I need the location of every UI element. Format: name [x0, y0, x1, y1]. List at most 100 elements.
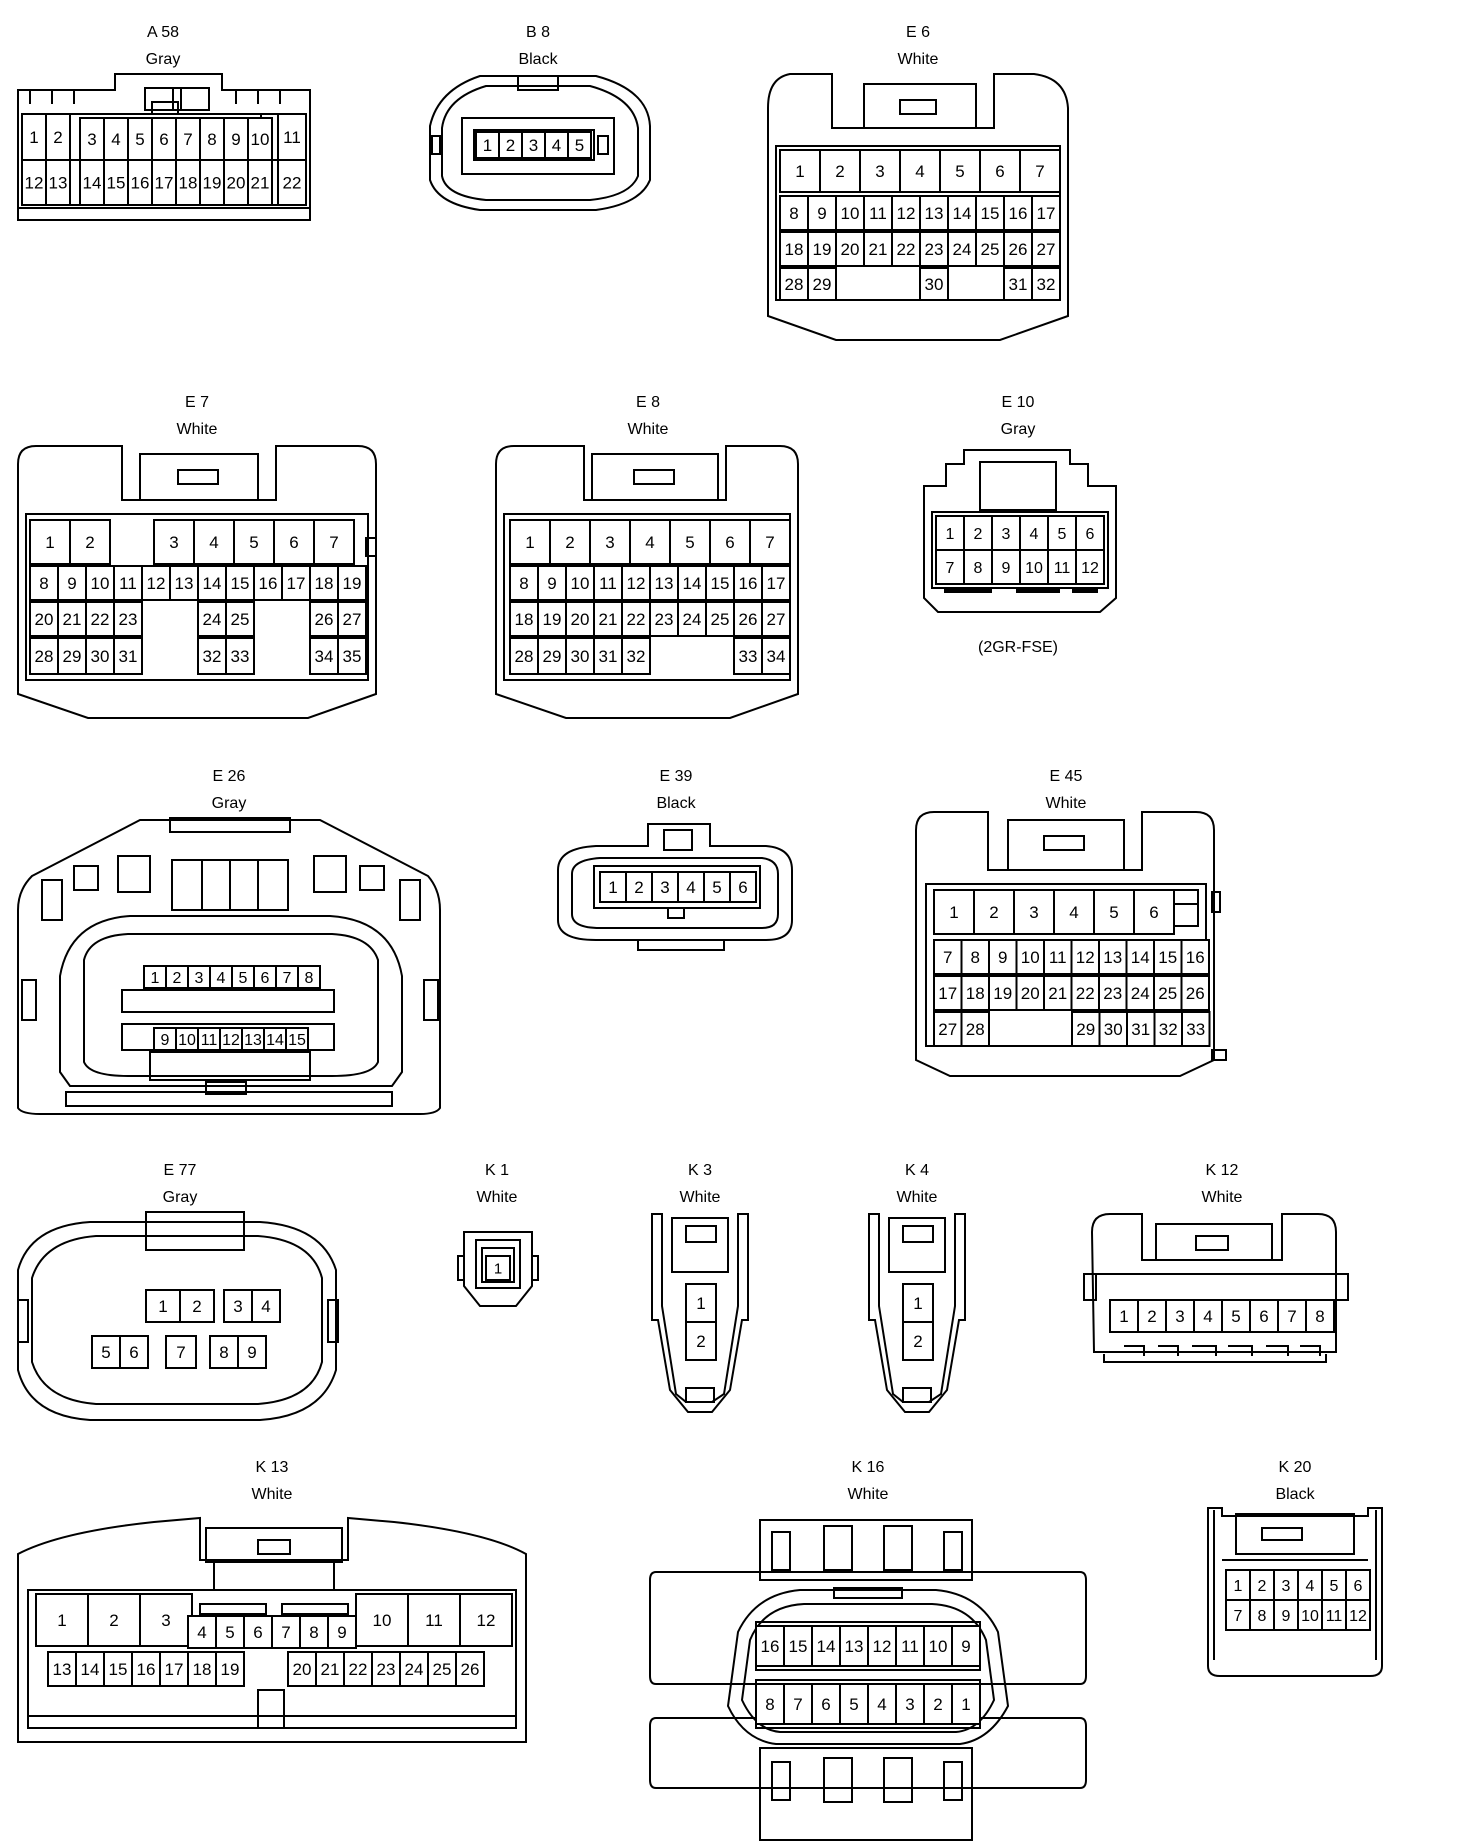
pin-number: 4 [197, 1623, 206, 1642]
pin-number: 3 [660, 878, 669, 897]
pin-number: 27 [767, 610, 786, 629]
pin-cell: 9 [537, 565, 567, 601]
pin-cell: 4 [193, 519, 235, 565]
connector-code: K 4 [905, 1162, 929, 1179]
pin-cell: 17 [1031, 195, 1061, 231]
pin-cell: 6 [243, 1615, 273, 1649]
pin-cell: 31 [113, 637, 143, 675]
pin-number: 7 [281, 1623, 290, 1642]
pin-cell: 21 [57, 601, 87, 637]
pin-number: 7 [183, 130, 192, 149]
pin-cell: 16 [253, 565, 283, 601]
pin-cell: 13 [47, 1651, 77, 1687]
pin-cell: 30 [919, 267, 949, 301]
pin-number: 1 [151, 970, 160, 987]
connector-color: Gray [212, 795, 247, 812]
pin-number: 17 [1037, 204, 1056, 223]
pin-cell: 3 [895, 1683, 925, 1725]
pin-cell: 8 [509, 565, 539, 601]
pin-cell: 23 [113, 601, 143, 637]
pin-cell: 15 [285, 1027, 309, 1051]
pin-number: 14 [817, 1637, 836, 1656]
pin-cell: 14 [677, 565, 707, 601]
pin-cell: 3 [139, 1593, 193, 1647]
pin-number: 28 [785, 275, 804, 294]
pin-number: 2 [173, 970, 182, 987]
connector-color: White [477, 1189, 518, 1206]
pin-cell: 24 [399, 1651, 429, 1687]
pin-cell: 1 [779, 149, 821, 193]
pin-number: 20 [841, 240, 860, 259]
pin-cell: 8 [779, 195, 809, 231]
pin-number: 26 [1009, 240, 1028, 259]
pin-number: 6 [253, 1623, 262, 1642]
pin-number: 5 [712, 878, 721, 897]
pin-number: 13 [244, 1032, 262, 1049]
pin-number: 27 [1037, 240, 1056, 259]
pin-number: 3 [1282, 1578, 1291, 1595]
pin-number: 32 [1159, 1020, 1178, 1039]
pin-cell: 28 [960, 1011, 990, 1047]
pin-number: 15 [288, 1032, 306, 1049]
pin-cell: 11 [407, 1593, 461, 1647]
pin-cell: 9 [223, 117, 249, 161]
pin-cell: 25 [225, 601, 255, 637]
pin-number: 4 [1069, 903, 1078, 922]
pin-number: 4 [261, 1297, 270, 1316]
pin-number: 7 [946, 560, 955, 577]
pin-cell: 34 [309, 637, 339, 675]
pin-cell: 1 [685, 1283, 717, 1323]
pin-cell: 6 [273, 519, 315, 565]
pin-number: 1 [45, 533, 54, 552]
pin-cell: 12 [621, 565, 651, 601]
connector-color: White [898, 51, 939, 68]
pin-number: 31 [599, 647, 618, 666]
pin-number: 5 [685, 533, 694, 552]
pin-cell: 35 [337, 637, 367, 675]
pin-number: 14 [266, 1032, 284, 1049]
pin-cell: 33 [225, 637, 255, 675]
pin-number: 15 [109, 1660, 128, 1679]
pin-number: 16 [739, 574, 758, 593]
pin-cell: 3 [1273, 1569, 1299, 1601]
pin-number: 33 [739, 647, 758, 666]
pin-cell: 3 [1165, 1299, 1195, 1333]
pin-number: 12 [222, 1032, 240, 1049]
pin-number: 3 [905, 1695, 914, 1714]
pin-number: 18 [179, 174, 198, 193]
pin-cell: 31 [593, 637, 623, 675]
pin-cell: 9 [988, 939, 1018, 975]
pin-cell: 5 [233, 519, 275, 565]
pin-number: 4 [877, 1695, 886, 1714]
pin-number: 18 [515, 610, 534, 629]
pin-number: 3 [169, 533, 178, 552]
pin-cell: 29 [807, 267, 837, 301]
pin-cell: 8 [199, 117, 225, 161]
pin-number: 13 [53, 1660, 72, 1679]
pin-cell: 18 [779, 231, 809, 267]
pin-number: 23 [655, 610, 674, 629]
pin-cell: 5 [669, 519, 711, 565]
connector-color: Black [518, 51, 558, 68]
pin-number: 21 [1048, 984, 1067, 1003]
pin-cell: 2 [69, 519, 111, 565]
pin-cell: 29 [57, 637, 87, 675]
pin-cell: 8 [209, 1335, 239, 1369]
pin-cell: 28 [29, 637, 59, 675]
pin-number: 3 [233, 1297, 242, 1316]
pin-cell: 27 [337, 601, 367, 637]
connector-k13: K 13 White [17, 1459, 527, 1743]
pin-cell: 10 [355, 1593, 409, 1647]
pin-number: 30 [91, 647, 110, 666]
pin-number: 8 [305, 970, 314, 987]
pin-cell: 18 [175, 159, 201, 206]
connector-color: Gray [163, 1189, 198, 1206]
pin-cell: 32 [621, 637, 651, 675]
pin-number: 14 [953, 204, 972, 223]
pin-cell: 3 [79, 117, 105, 161]
pin-number: 17 [155, 174, 174, 193]
connector-color: White [1046, 795, 1087, 812]
pin-cell: 7 [175, 117, 201, 161]
pin-cell: 25 [427, 1651, 457, 1687]
